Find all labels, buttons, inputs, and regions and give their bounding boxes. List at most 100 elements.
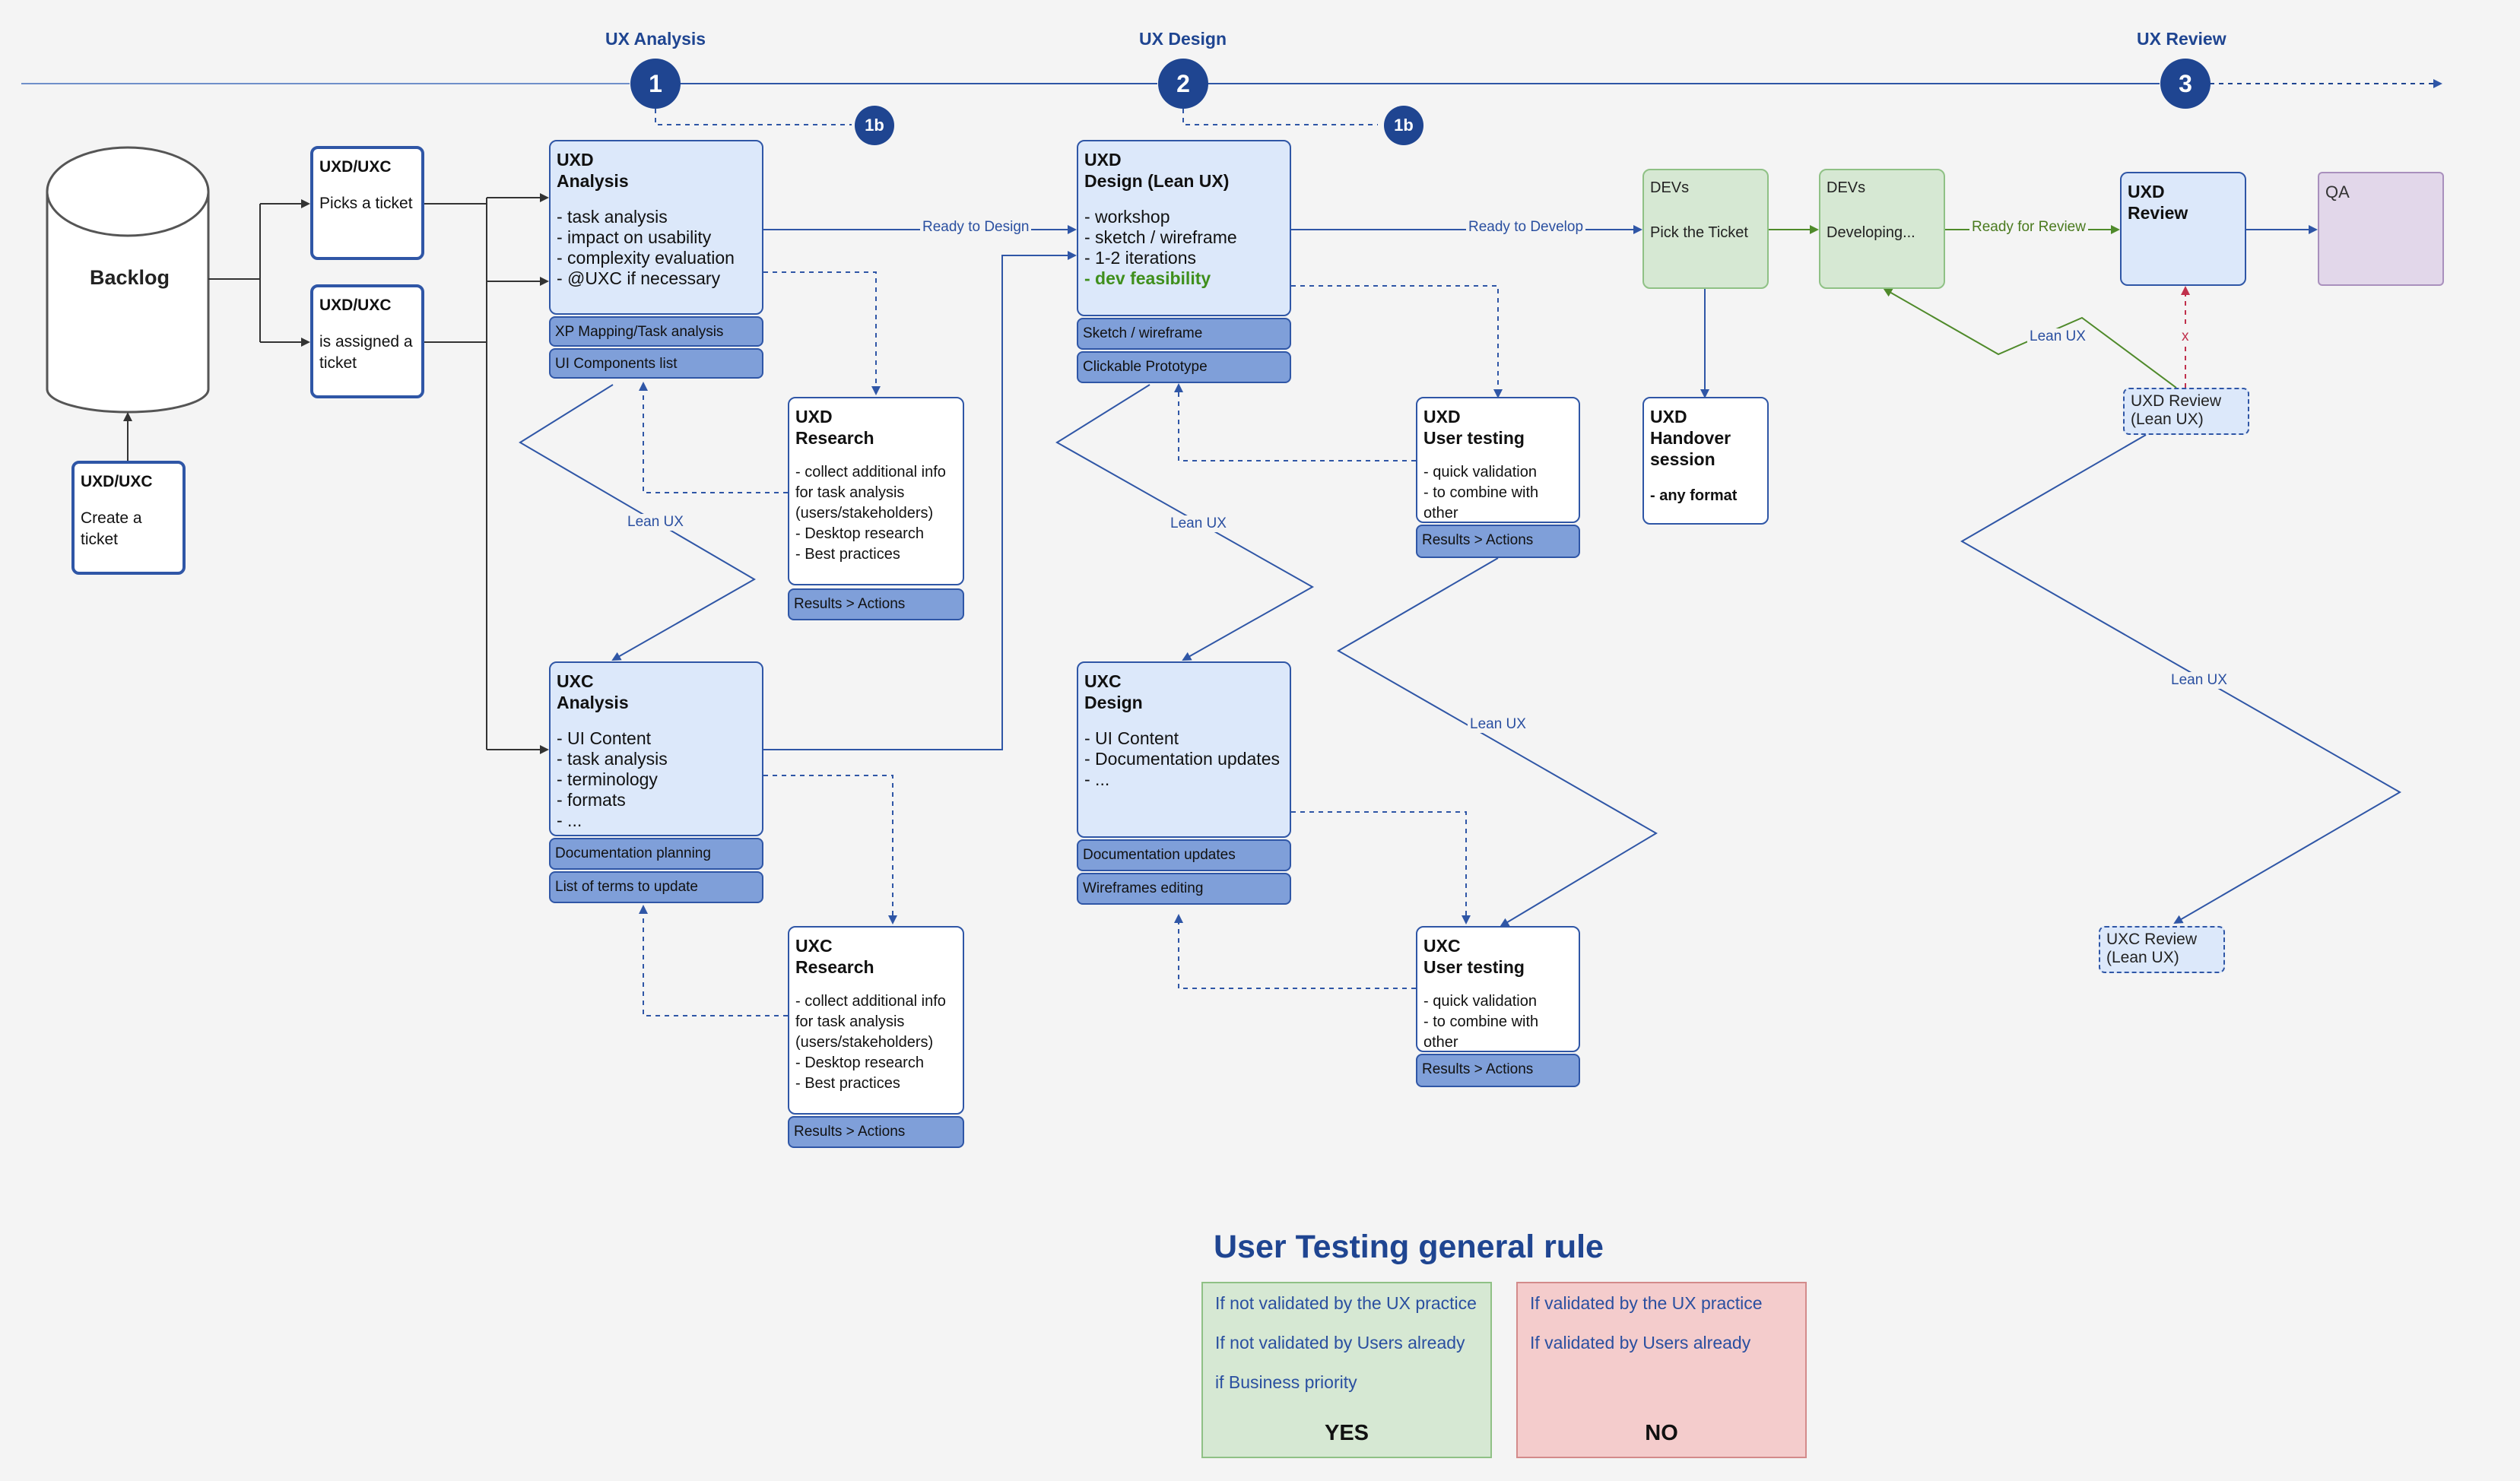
node-body: Picks a ticket <box>319 195 413 212</box>
node-item: - UI Content <box>557 728 651 748</box>
node-picks-ticket: UXD/UXC Picks a ticket <box>310 146 424 260</box>
node-item: - @UXC if necessary <box>557 268 721 288</box>
node-item-list: - collect additional info for task analy… <box>795 462 957 565</box>
timeline <box>21 79 2442 125</box>
node-item: (users/stakeholders) <box>795 1034 934 1051</box>
node-uxd-research: UXD Research - collect additional info f… <box>788 397 964 585</box>
output-tag: Wireframes editing <box>1077 873 1291 905</box>
edge-label-reject-mark: x <box>2179 328 2192 345</box>
phase-marker-1: 1 <box>630 59 681 109</box>
node-item: - ... <box>1084 769 1110 789</box>
node-title-role: UXD <box>1423 407 1461 427</box>
node-item-list: - quick validation - to combine with oth… <box>1423 462 1573 524</box>
node-item: - to combine with other <box>1423 484 1539 522</box>
node-line: (Lean UX) <box>2131 411 2204 428</box>
edge-label-ready-to-design: Ready to Design <box>920 219 1032 236</box>
node-title-role: UXC <box>1423 936 1461 956</box>
output-tag: Clickable Prototype <box>1077 351 1291 383</box>
node-item: - sketch / wireframe <box>1084 227 1237 247</box>
node-uxd-user-testing: UXD User testing - quick validation - to… <box>1416 397 1580 523</box>
node-body: Pick the Ticket <box>1650 224 1748 241</box>
node-item: - to combine with other <box>1423 1013 1539 1051</box>
rule-verdict-yes: YES <box>1324 1421 1369 1445</box>
node-uxc-research: UXC Research - collect additional info f… <box>788 926 964 1115</box>
node-title-role: UXC <box>557 671 594 691</box>
rule-condition: If not validated by the UX practice <box>1215 1293 1477 1313</box>
phase-label-ux-design: UX Design <box>1139 29 1227 49</box>
backlog-label: Backlog <box>90 266 170 289</box>
node-devs-pick-ticket: DEVs Pick the Ticket <box>1642 169 1769 289</box>
node-line: (Lean UX) <box>2106 949 2179 966</box>
node-qa: QA <box>2318 172 2444 286</box>
output-tag: Results > Actions <box>788 1116 964 1148</box>
node-item: - collect additional info <box>795 993 946 1010</box>
node-uxd-review: UXD Review <box>2120 172 2246 286</box>
phase-marker-3: 3 <box>2160 59 2211 109</box>
node-title-step: Review <box>2128 203 2188 223</box>
edge-label-lean-ux: Lean UX <box>2027 328 2088 345</box>
node-title-step: User testing <box>1423 428 1525 448</box>
output-tag: List of terms to update <box>549 871 763 903</box>
node-title: DEVs <box>1827 179 1866 196</box>
node-title-role: UXD <box>1084 150 1122 170</box>
node-body: Create a ticket <box>81 509 142 548</box>
node-item: - UI Content <box>1084 728 1179 748</box>
edge-label-ready-for-review: Ready for Review <box>1969 219 2088 236</box>
node-uxc-design: UXC Design - UI Content - Documentation … <box>1077 661 1291 838</box>
node-title-role: UXC <box>795 936 833 956</box>
node-item-list: - task analysis - impact on usability - … <box>557 207 756 289</box>
node-item: - quick validation <box>1423 464 1537 480</box>
node-title-step: User testing <box>1423 957 1525 977</box>
node-title-step: Design (Lean UX) <box>1084 171 1230 191</box>
node-title-role: UXD <box>2128 182 2165 201</box>
output-tag: Sketch / wireframe <box>1077 318 1291 350</box>
node-devs-developing: DEVs Developing... <box>1819 169 1945 289</box>
phase-label-ux-review: UX Review <box>2137 29 2226 49</box>
node-item-list: - UI Content - Documentation updates - .… <box>1084 728 1284 790</box>
output-tag: XP Mapping/Task analysis <box>549 316 763 347</box>
node-item-list: - workshop - sketch / wireframe - 1-2 it… <box>1084 207 1284 289</box>
node-item: - Best practices <box>795 546 900 563</box>
rule-condition: If validated by Users already <box>1530 1333 1751 1353</box>
node-title: DEVs <box>1650 179 1690 196</box>
node-uxd-handover: UXD Handover session - any format <box>1642 397 1769 525</box>
node-item: - formats <box>557 790 626 810</box>
lean-ux-loops <box>519 384 2402 928</box>
output-tag: UI Components list <box>549 348 763 379</box>
node-title-step: Research <box>795 957 874 977</box>
node-title-step: Analysis <box>557 171 629 191</box>
node-body: - any format <box>1650 487 1738 504</box>
node-uxd-analysis: UXD Analysis - task analysis - impact on… <box>549 140 763 315</box>
backlog-cylinder <box>46 146 210 414</box>
node-title-step: Design <box>1084 693 1143 712</box>
edge-label-lean-ux: Lean UX <box>625 514 686 531</box>
node-item: - Documentation updates <box>1084 749 1280 769</box>
node-title: UXD/UXC <box>319 158 392 176</box>
node-title-step: Analysis <box>557 693 629 712</box>
phase-marker-2: 2 <box>1158 59 1208 109</box>
output-tag: Documentation planning <box>549 838 763 870</box>
node-uxc-analysis: UXC Analysis - UI Content - task analysi… <box>549 661 763 836</box>
node-uxc-user-testing: UXC User testing - quick validation - to… <box>1416 926 1580 1052</box>
node-title-role: UXD <box>795 407 833 427</box>
node-item: - terminology <box>557 769 658 789</box>
rule-condition: if Business priority <box>1215 1372 1357 1392</box>
node-item: - Desktop research <box>795 525 924 542</box>
dashed-connectors <box>639 271 2190 1016</box>
output-tag: Results > Actions <box>788 588 964 620</box>
edge-label-lean-ux: Lean UX <box>1468 716 1528 733</box>
node-uxd-design: UXD Design (Lean UX) - workshop - sketch… <box>1077 140 1291 316</box>
node-item: - impact on usability <box>557 227 712 247</box>
node-item: - workshop <box>1084 207 1170 227</box>
node-item-list: - quick validation - to combine with oth… <box>1423 991 1573 1053</box>
output-tag: Results > Actions <box>1416 525 1580 558</box>
phase-label-ux-analysis: UX Analysis <box>605 29 706 49</box>
rule-condition: If validated by the UX practice <box>1530 1293 1763 1313</box>
output-tag: Documentation updates <box>1077 839 1291 871</box>
node-item: for task analysis <box>795 484 905 501</box>
node-item: - quick validation <box>1423 993 1537 1010</box>
node-title: UXD/UXC <box>319 297 392 314</box>
edge-label-lean-ux: Lean UX <box>2169 672 2230 689</box>
node-item: for task analysis <box>795 1013 905 1030</box>
